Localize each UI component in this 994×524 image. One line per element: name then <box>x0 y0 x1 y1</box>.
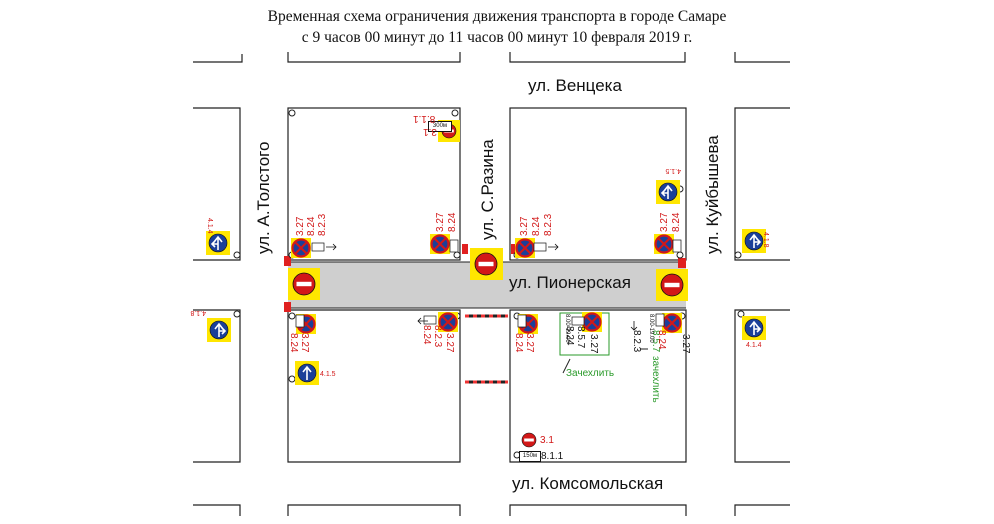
label-327-ur: 3.27 <box>519 216 530 236</box>
road-block-markers <box>284 244 686 312</box>
label-824-ll: 8.24 <box>288 333 299 353</box>
block-top-left-edge <box>193 54 243 63</box>
label-327-ll: 3.27 <box>299 333 310 353</box>
label-414: 4.1.4 <box>746 342 762 349</box>
block-top-center-edge <box>287 52 461 63</box>
label-823-ul: 8.2.3 <box>317 213 328 236</box>
block-mid-right-a <box>509 107 687 261</box>
label-327-green: 3.27 <box>588 334 599 354</box>
label-824-lc: 8.24 <box>421 325 432 345</box>
street-kuybysheva: ул. Куйбышева <box>703 135 722 254</box>
block-mid-far-right-b <box>734 309 790 463</box>
label-327-ul: 3.27 <box>295 216 306 236</box>
block-bottom-right-edge <box>509 504 687 516</box>
label-31-bottom: 3.1 <box>540 435 554 446</box>
scheme-title-line-2: с 9 часов 00 минут до 11 часов 00 минут … <box>301 29 693 46</box>
label-824-fr: 8.24 <box>671 212 682 232</box>
label-327-fr: 3.27 <box>659 212 670 232</box>
block-mid-far-right-a <box>734 107 790 261</box>
street-ventseka: ул. Венцека <box>528 76 622 95</box>
label-418-fr: 4.1.8 <box>762 232 769 248</box>
distance-plate-150: 150м <box>519 451 541 462</box>
label-415-fr: 4.1.5 <box>665 167 681 174</box>
time-plate: 8.00-19.00 <box>564 314 570 343</box>
time-plate-2: 8.00-19.00 <box>648 314 654 343</box>
street-razina: ул. С.Разина <box>478 139 497 240</box>
label-415: 4.1.5 <box>320 371 336 378</box>
block-mid-center-b <box>287 309 461 463</box>
label-31-top: 3.1 <box>423 126 437 137</box>
block-bottom-left-edge <box>193 504 241 516</box>
label-824-fr-low: 8.24 <box>656 330 667 350</box>
label-823-fr-low: 8.2.3 <box>631 330 642 353</box>
block-top-right-edge <box>509 52 686 63</box>
cover-note-2: зачехлить <box>650 356 661 403</box>
label-327-uc: 3.27 <box>435 212 446 232</box>
scheme-title-line-1: Временная схема ограничения движения тра… <box>267 8 727 25</box>
label-824-ul: 8.24 <box>306 216 317 236</box>
label-857-green: 8.5.7 <box>575 326 586 349</box>
block-mid-right-b <box>509 309 687 463</box>
block-top-far-right-edge <box>734 52 790 63</box>
label-824-uc: 8.24 <box>447 212 458 232</box>
distance-plate-300: 300м <box>428 121 452 132</box>
label-418-ll: 4.1.8 <box>190 309 206 316</box>
label-414-ul: 4.1.4 <box>206 218 213 234</box>
block-mid-center-a <box>287 107 461 261</box>
block-bottom-center-edge <box>287 504 461 516</box>
block-mid-left-b <box>193 309 241 463</box>
label-824-lr: 8.24 <box>513 333 524 353</box>
block-outlines <box>193 52 790 516</box>
label-327-lc: 3.27 <box>444 333 455 353</box>
street-tolstogo: ул. А.Толстого <box>254 141 273 254</box>
block-bottom-far-right-edge <box>734 504 790 516</box>
barrier-icon <box>465 314 508 384</box>
street-pionerskaya: ул. Пионерская <box>509 273 631 292</box>
label-327-lr: 3.27 <box>524 333 535 353</box>
cover-note-1: Зачехлить <box>566 368 615 379</box>
street-komsomolskaya: ул. Комсомольская <box>512 474 664 493</box>
label-824-ur: 8.24 <box>531 216 542 236</box>
label-823-ur: 8.2.3 <box>543 213 554 236</box>
label-823-lc: 8.2.3 <box>432 325 443 348</box>
label-327-fr-low: 3.27 <box>680 334 691 354</box>
label-811-top: 8.1.1 <box>413 113 436 124</box>
label-811-bottom: 8.1.1 <box>541 451 564 462</box>
block-mid-left-a <box>193 107 241 261</box>
